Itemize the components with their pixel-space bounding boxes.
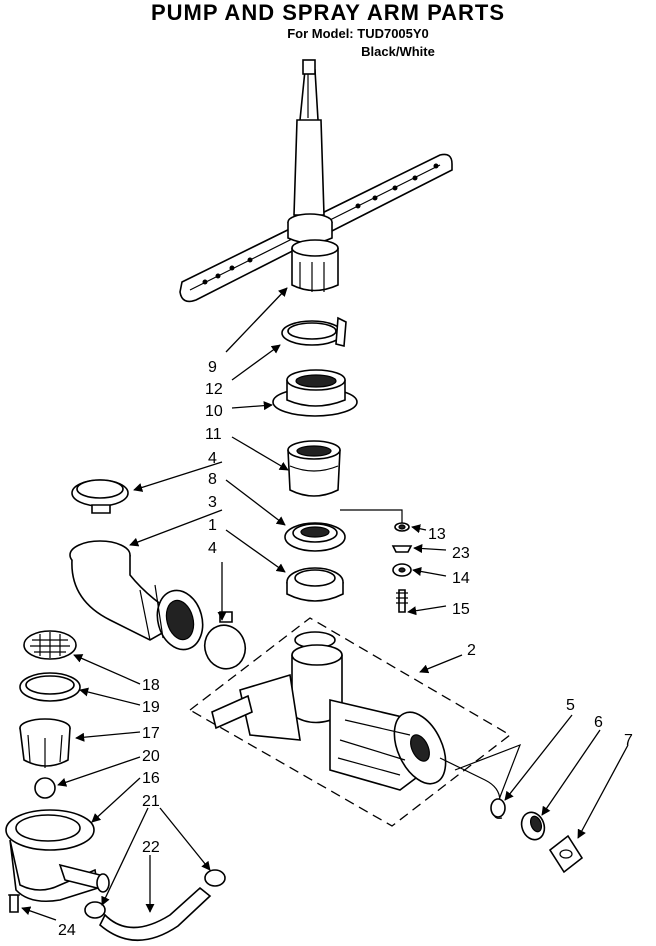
callout-17: 17: [142, 725, 160, 742]
callout-7: 7: [624, 732, 633, 749]
part-6-grommet: [520, 811, 546, 841]
model-number: For Model: TUD7005Y0: [287, 26, 429, 41]
part-4-clamp-upper: [71, 479, 129, 514]
callout-11: 11: [205, 426, 222, 443]
part-17-filter: [19, 718, 71, 768]
part-7-label: [548, 834, 584, 874]
callout-3: 3: [208, 494, 217, 511]
callout-24: 24: [58, 922, 76, 939]
callout-8: 8: [208, 471, 217, 488]
part-21-clamp-b: [204, 869, 226, 887]
part-12-ring: [281, 316, 347, 348]
callout-15: 15: [452, 601, 470, 618]
color-variant: Black/White: [361, 44, 435, 59]
callout-2: 2: [467, 642, 476, 659]
part-20-ball: [34, 777, 56, 799]
callout-4-upper: 4: [208, 450, 217, 467]
callout-5: 5: [566, 697, 575, 714]
part-3-elbow-hose: [69, 540, 204, 651]
callout-13: 13: [428, 526, 446, 543]
callout-19: 19: [142, 699, 160, 716]
part-1-seal: [286, 567, 344, 602]
part-22-hose: [99, 886, 212, 942]
callout-6: 6: [594, 714, 603, 731]
callout-1: 1: [208, 517, 217, 534]
callout-20: 20: [142, 748, 160, 765]
callout-9: 9: [208, 359, 217, 376]
callout-12: 12: [205, 381, 223, 398]
callout-14: 14: [452, 570, 470, 587]
part-16-sump: [5, 809, 110, 903]
callout-labels: 9 12 10 11 4 8 3 1 4 13 23 14 15 2 18 19…: [58, 359, 633, 939]
spray-arm-assembly: [179, 59, 453, 303]
part-10-bearing: [272, 369, 358, 417]
small-parts-stack: [391, 522, 413, 613]
part-18-grate: [23, 630, 77, 660]
part-19-ring: [19, 672, 81, 702]
callout-10: 10: [205, 403, 223, 420]
callout-18: 18: [142, 677, 160, 694]
callout-16: 16: [142, 770, 160, 787]
page-title: PUMP AND SPRAY ARM PARTS: [150, 0, 506, 25]
part-8-seal: [284, 522, 346, 552]
part-11-cup: [287, 440, 341, 497]
callout-4-lower: 4: [208, 540, 217, 557]
callout-21: 21: [142, 793, 160, 810]
part-24-screw: [8, 894, 20, 913]
leader-lines: [21, 287, 629, 921]
part-5-wire: [454, 743, 522, 819]
part-2-pump-motor: [211, 631, 501, 811]
part-21-clamp-a: [84, 901, 106, 919]
part-2-boundary: [188, 617, 512, 827]
callout-23: 23: [452, 545, 470, 562]
part-4-clamp-lower: [203, 611, 247, 670]
callout-22: 22: [142, 839, 160, 856]
